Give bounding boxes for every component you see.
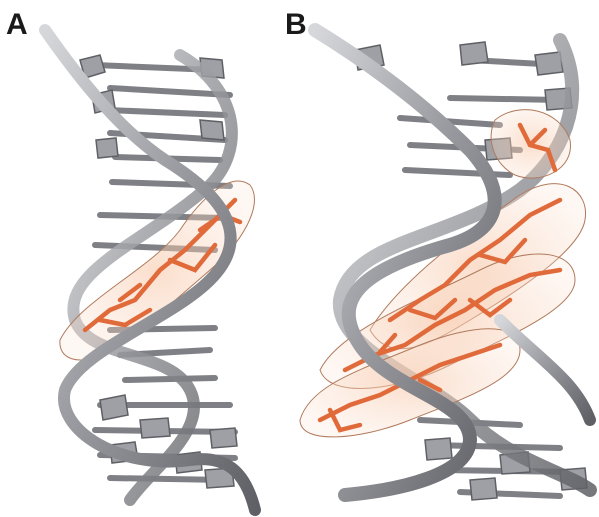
panel-label-b: B xyxy=(285,10,307,40)
panel-a-dna-helix xyxy=(45,30,255,510)
panel-label-a: A xyxy=(6,10,28,40)
panel-b-ligands xyxy=(300,110,586,437)
panel-b-dna-helix xyxy=(300,30,590,500)
